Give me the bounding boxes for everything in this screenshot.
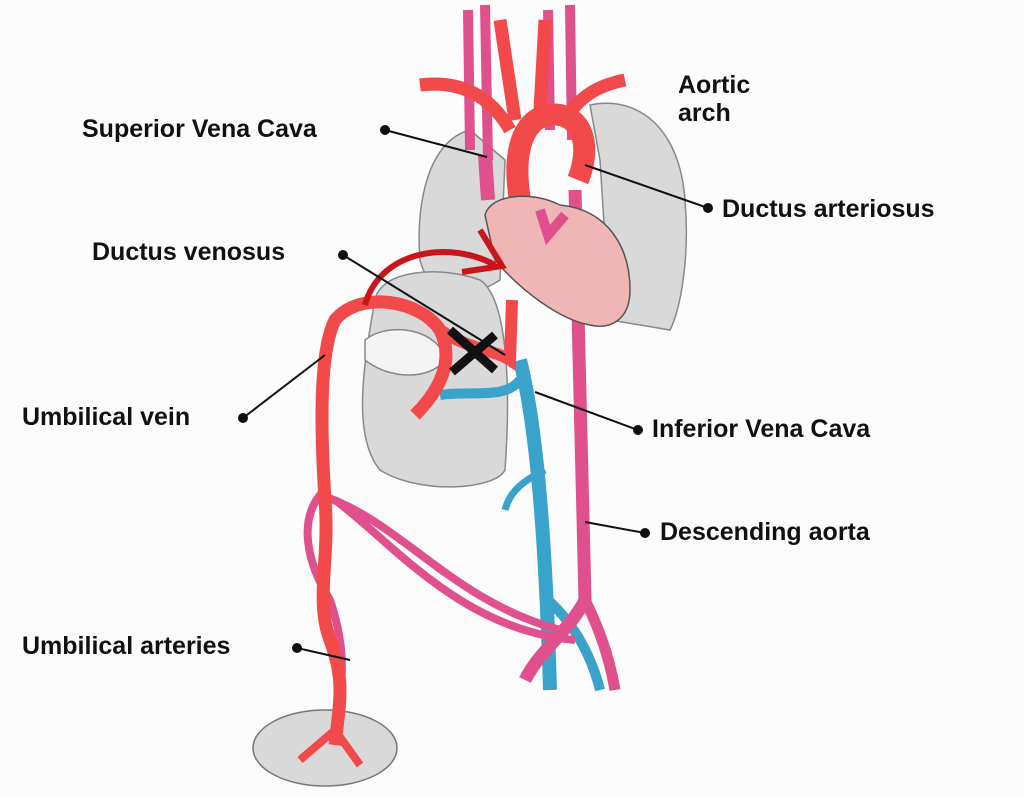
- label-superior-vena-cava: Superior Vena Cava: [82, 115, 317, 143]
- umbilical-arteries-vessel: [303, 490, 562, 691]
- closure-x-icon: [447, 326, 498, 376]
- placenta: [252, 709, 398, 787]
- inferior-vena-cava-vessel: [513, 358, 557, 691]
- heart: [484, 195, 631, 327]
- arrowhead-icon: [461, 228, 507, 275]
- label-aortic-arch-line2: arch: [678, 98, 731, 127]
- label-inferior-vena-cava: Inferior Vena Cava: [652, 415, 871, 443]
- bypass-arrow: [362, 249, 497, 306]
- label-umbilical-vein: Umbilical vein: [22, 403, 191, 431]
- aortic-arch-vessel: [506, 103, 596, 202]
- label-aortic-arch: Aortic arch: [678, 71, 751, 127]
- label-umbilical-arteries: Umbilical arteries: [22, 632, 231, 660]
- label-ductus-arteriosus: Ductus arteriosus: [722, 195, 935, 223]
- label-descending-aorta: Descending aorta: [660, 518, 870, 546]
- label-ductus-venosus: Ductus venosus: [92, 238, 286, 266]
- label-aortic-arch-line1: Aortic: [678, 71, 751, 99]
